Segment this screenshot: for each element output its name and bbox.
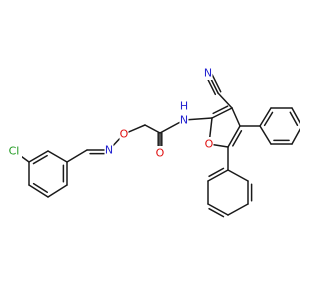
bond-furan-cn — [217, 92, 233, 109]
bond-ar-ch — [66, 149, 88, 163]
atom-label-amide-hydrogen-mask — [179, 99, 189, 113]
atom-label-ether-oxygen: O — [120, 128, 129, 141]
bond-ph1-a-inner — [263, 111, 274, 127]
atom-label-furan-oxygen-mask — [204, 137, 214, 151]
bond-furan-a — [211, 107, 233, 119]
bond-furan-c-inner — [232, 129, 243, 147]
bond-ph1-c — [291, 107, 300, 124]
bond-ph2-d — [227, 203, 249, 216]
bond-ph2-a — [207, 169, 229, 182]
bond-ph1-a — [259, 107, 272, 127]
atom-label-nitrile-nitrogen: N — [204, 67, 212, 80]
bond-ph2-c-inner — [208, 207, 225, 218]
atom-label-chlorine: Cl — [9, 145, 20, 158]
atom-label-ether-oxygen-mask — [119, 127, 129, 141]
bond-furan-a-inner — [212, 105, 229, 115]
atom-label-amide-nitrogen-mask — [179, 113, 189, 127]
bond-ar1-f — [47, 150, 68, 163]
atom-label-oxime-nitrogen-mask — [104, 143, 114, 157]
bond-ar1-d — [47, 184, 68, 198]
bond-ar1-a — [28, 150, 49, 163]
atom-label-carbonyl-oxygen-mask — [155, 146, 165, 160]
atom-label-chlorine-mask — [6, 144, 22, 158]
bond-layer — [13, 70, 300, 218]
atom-label-amide-nitrogen: N — [180, 114, 188, 127]
bond-ph1-c-inner — [289, 111, 299, 126]
atom-label-carbonyl-oxygen: O — [156, 147, 165, 160]
bond-ch2-co — [144, 124, 161, 134]
bond-ph2-a-inner — [208, 167, 225, 178]
bond-ph2-f — [227, 169, 249, 182]
bond-ph2-c — [207, 203, 229, 216]
atom-label-oxime-nitrogen: N — [105, 144, 113, 157]
bond-furan-b — [231, 107, 241, 127]
bond-ar1-c-inner — [32, 182, 49, 194]
bond-ar1-a-inner — [32, 154, 48, 165]
bond-ph1-d — [291, 128, 300, 145]
bond-furan-c — [227, 125, 241, 148]
atom-label-amide-hydrogen: H — [180, 100, 188, 113]
bond-ar1-c — [28, 184, 49, 198]
atom-label-furan-oxygen: O — [205, 138, 214, 151]
bond-nh-furan — [183, 117, 213, 121]
bond-ph1-f — [259, 125, 272, 145]
atom-label-nitrile-nitrogen-mask — [203, 66, 213, 80]
